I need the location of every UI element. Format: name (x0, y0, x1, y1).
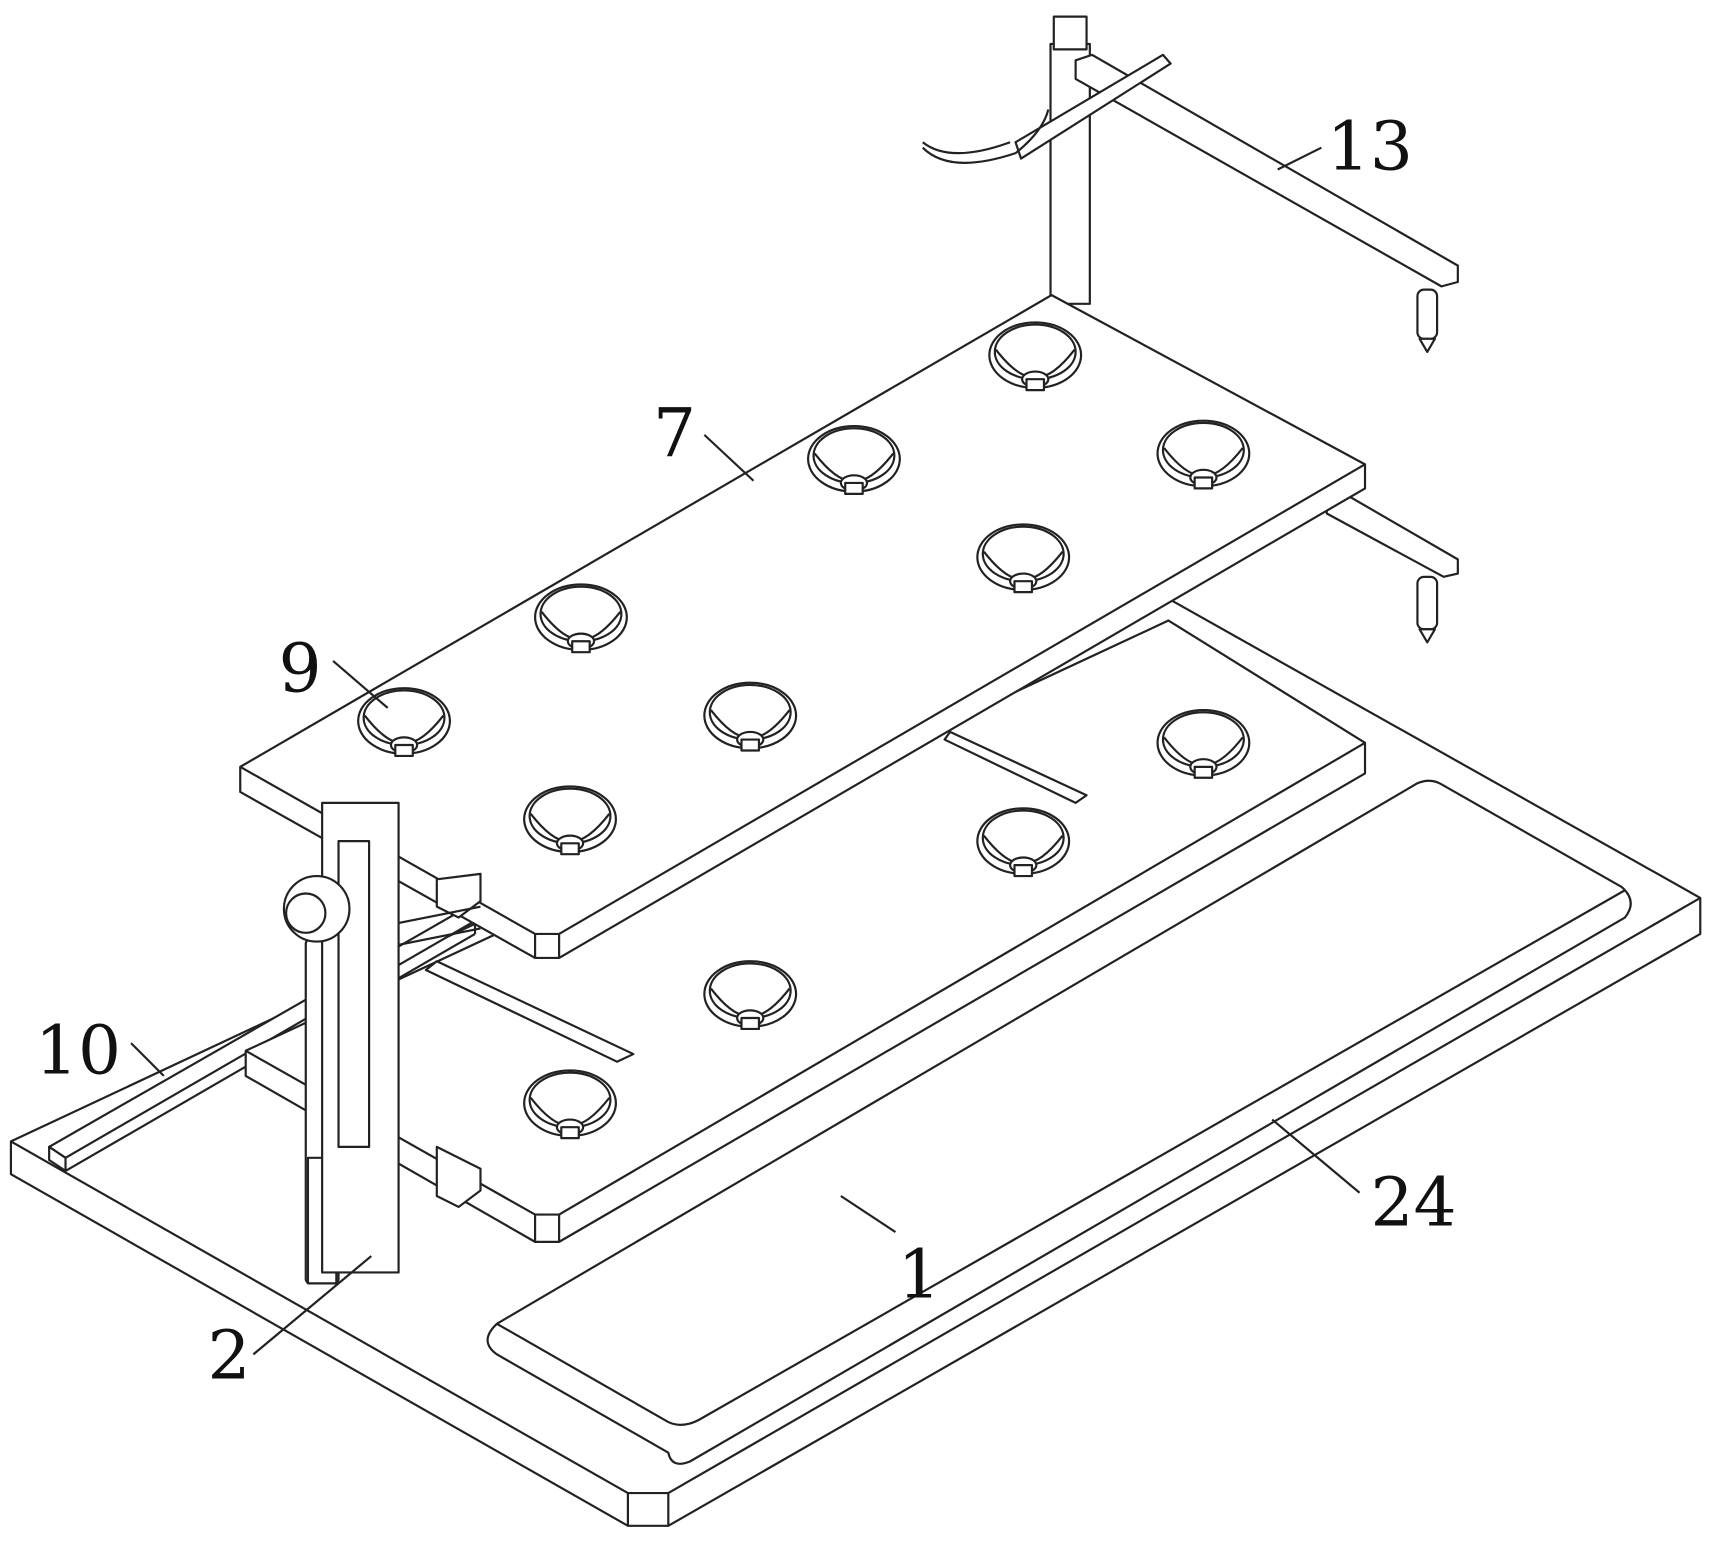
label-13: 13 (1327, 107, 1413, 186)
label-10: 10 (35, 1011, 121, 1090)
label-1: 1 (898, 1235, 941, 1314)
label-7: 7 (653, 394, 696, 473)
label-24: 24 (1370, 1163, 1456, 1242)
label-2: 2 (207, 1315, 250, 1394)
nozzle-icon (1417, 290, 1437, 643)
label-9: 9 (278, 629, 321, 708)
